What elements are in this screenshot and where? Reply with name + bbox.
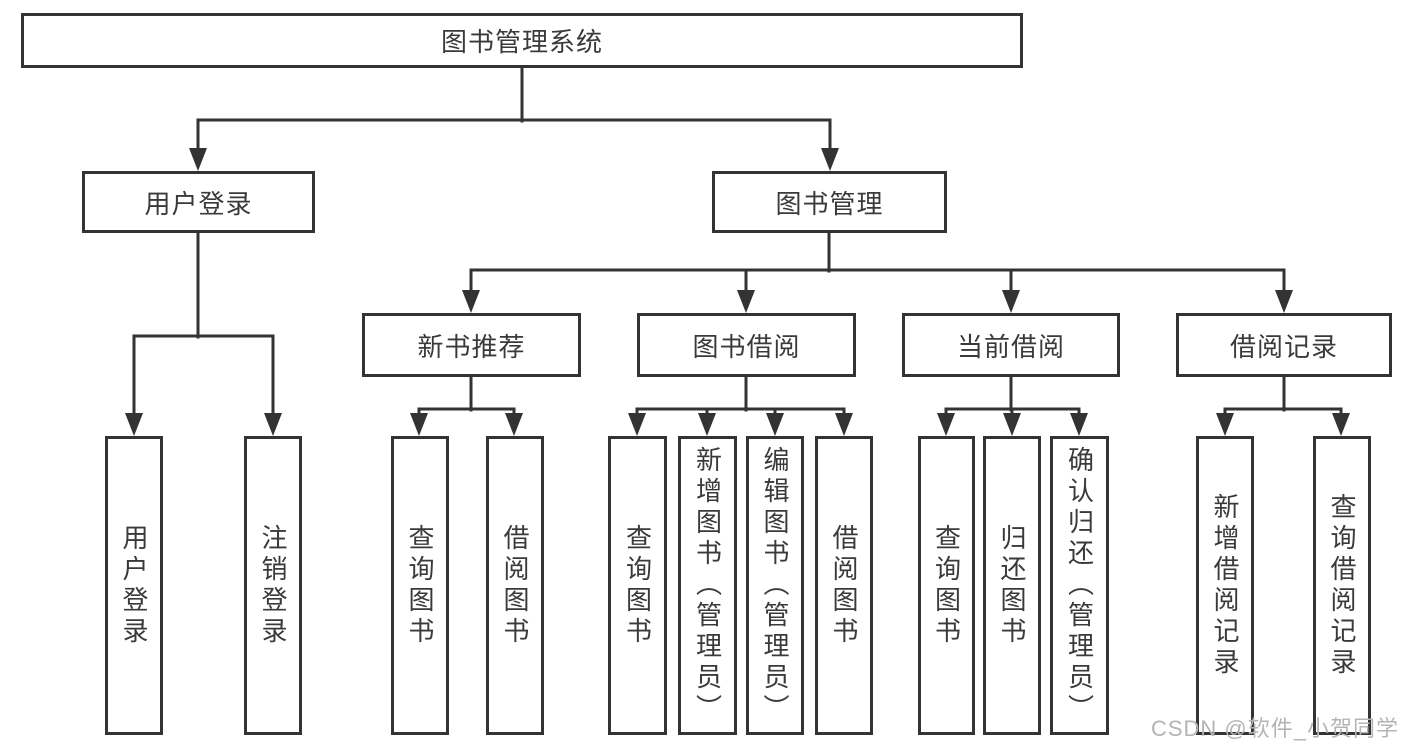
leaf-logout-label: 注销登录 (258, 523, 288, 648)
leaf-current-confirm-return-admin: 确认归还（管理员） (1050, 436, 1109, 735)
leaf-current-query-books: 查询图书 (918, 436, 975, 735)
leaf-borrow-borrow-books-label: 借阅图书 (829, 523, 859, 648)
leaf-records-add-record: 新增借阅记录 (1196, 436, 1254, 735)
node-new-book-recommend: 新书推荐 (362, 313, 581, 377)
leaf-recommend-borrow-books-label: 借阅图书 (500, 523, 530, 648)
node-borrow-records: 借阅记录 (1176, 313, 1392, 377)
leaf-logout: 注销登录 (244, 436, 302, 735)
node-book-borrow-label: 图书借阅 (692, 331, 801, 362)
leaf-records-add-record-label: 新增借阅记录 (1210, 492, 1240, 679)
leaf-current-query-books-label: 查询图书 (931, 523, 962, 648)
node-borrow-records-label: 借阅记录 (1229, 331, 1338, 362)
leaf-records-query-record-label: 查询借阅记录 (1327, 492, 1357, 679)
leaf-current-confirm-return-admin-label: 确认归还（管理员） (1064, 446, 1095, 725)
node-current-borrow: 当前借阅 (902, 313, 1120, 377)
leaf-borrow-query-books: 查询图书 (608, 436, 667, 735)
leaf-recommend-borrow-books: 借阅图书 (486, 436, 544, 735)
leaf-recommend-query-books: 查询图书 (391, 436, 449, 735)
connector-edges (132, 66, 1343, 417)
node-root-system-label: 图书管理系统 (440, 27, 603, 57)
leaf-borrow-edit-books-admin-label: 编辑图书（管理员） (760, 446, 790, 725)
node-book-management: 图书管理 (712, 171, 947, 233)
leaf-user-login-label: 用户登录 (119, 523, 149, 648)
leaf-borrow-add-books-admin-label: 新增图书（管理员） (692, 446, 723, 725)
watermark: CSDN @软件_小贺同学 (1150, 716, 1399, 741)
node-user-login: 用户登录 (82, 171, 315, 233)
node-user-login-label: 用户登录 (144, 188, 253, 219)
leaf-records-query-record: 查询借阅记录 (1313, 436, 1371, 735)
node-root-system: 图书管理系统 (21, 13, 1023, 68)
node-new-book-recommend-label: 新书推荐 (417, 331, 526, 362)
node-book-borrow: 图书借阅 (637, 313, 856, 377)
leaf-user-login: 用户登录 (105, 436, 163, 735)
leaf-recommend-query-books-label: 查询图书 (405, 523, 435, 648)
leaf-borrow-add-books-admin: 新增图书（管理员） (678, 436, 737, 735)
leaf-borrow-edit-books-admin: 编辑图书（管理员） (746, 436, 804, 735)
leaf-borrow-borrow-books: 借阅图书 (815, 436, 873, 735)
leaf-current-return-books-label: 归还图书 (997, 523, 1027, 648)
leaf-borrow-query-books-label: 查询图书 (622, 523, 653, 648)
node-current-borrow-label: 当前借阅 (956, 331, 1065, 362)
node-book-management-label: 图书管理 (775, 188, 884, 219)
leaf-current-return-books: 归还图书 (983, 436, 1041, 735)
